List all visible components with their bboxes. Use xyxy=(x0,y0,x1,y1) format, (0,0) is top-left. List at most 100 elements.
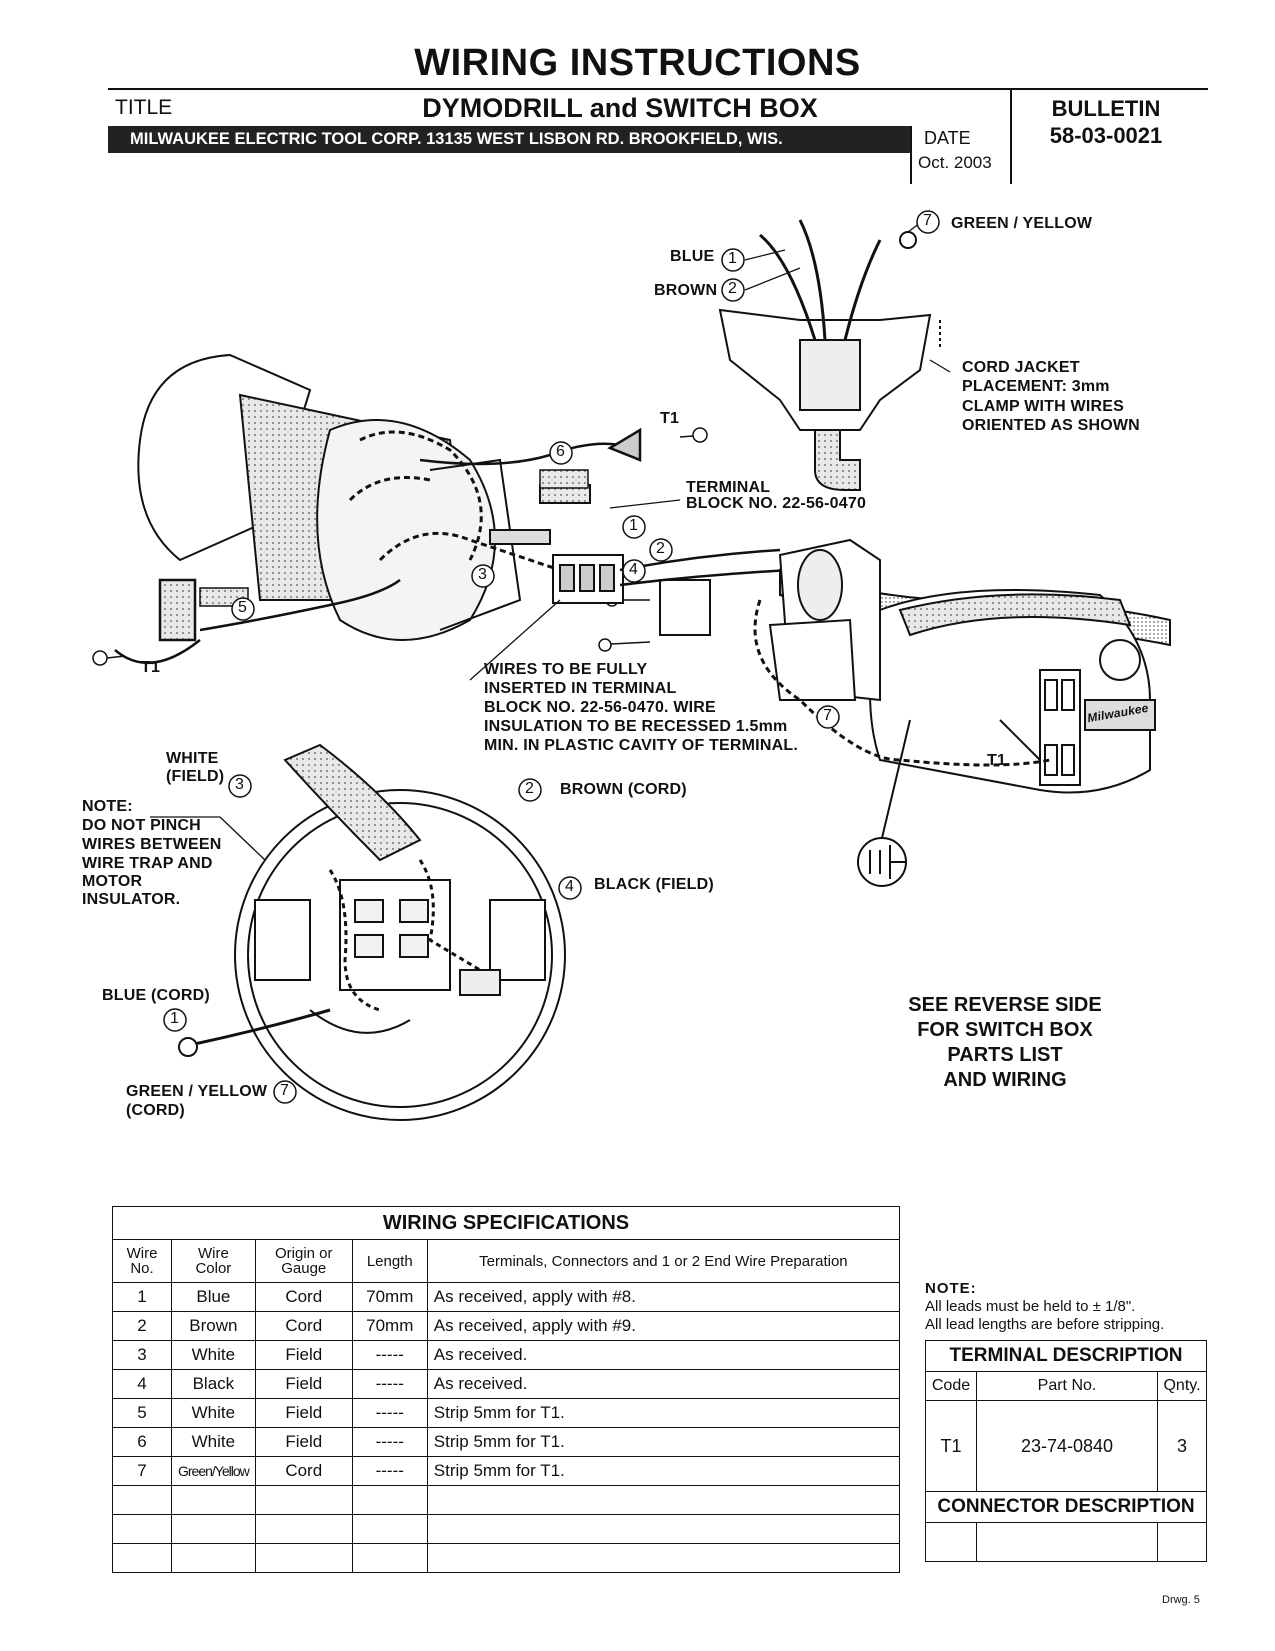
field-wires xyxy=(348,430,561,572)
label-green-yellow-cord-1: GREEN / YELLOW xyxy=(126,1083,268,1100)
cell-no: 4 xyxy=(112,1369,172,1399)
callout-7-bottom: 7 xyxy=(280,1082,290,1099)
label-cord-jacket-1: CORD JACKET xyxy=(962,359,1080,376)
cell-no: 5 xyxy=(112,1398,172,1428)
terminal-table: TERMINAL DESCRIPTION Code Part No. Qnty.… xyxy=(925,1340,1207,1562)
table-row: 4 Black Field ----- As received. xyxy=(112,1369,901,1399)
table-row: 7 Green/Yellow Cord ----- Strip 5mm for … xyxy=(112,1456,901,1486)
callout-3-top: 3 xyxy=(478,566,488,583)
col-prep: Terminals, Connectors and 1 or 2 End Wir… xyxy=(426,1239,901,1283)
end-view-wires xyxy=(328,859,481,1012)
ground-symbol xyxy=(857,719,911,887)
note-pinch-3: WIRES BETWEEN xyxy=(82,836,222,853)
col-length: Length xyxy=(351,1239,428,1283)
reverse-note-line-3: PARTS LIST xyxy=(947,1044,1063,1066)
note-pinch-1: NOTE: xyxy=(82,798,133,815)
drawing-number: Drwg. 5 xyxy=(1162,1594,1200,1606)
label-t1-top: T1 xyxy=(660,410,680,427)
cord-end-view xyxy=(283,743,422,862)
callout-1-top: 1 xyxy=(728,250,738,267)
callout-2-mid: 2 xyxy=(656,540,666,557)
cell-origin: Field xyxy=(254,1340,353,1370)
cell-origin: Cord xyxy=(254,1282,353,1312)
reverse-note-line-2: FOR SWITCH BOX xyxy=(917,1019,1093,1041)
label-terminal-block-2: BLOCK NO. 22-56-0470 xyxy=(686,495,867,512)
cell-prep: As received, apply with #8. xyxy=(426,1282,901,1312)
cord-wires-top xyxy=(759,219,882,341)
date-label: DATE xyxy=(924,128,971,148)
ring-terminal-top xyxy=(899,231,917,249)
wires-note-line-5: MIN. IN PLASTIC CAVITY OF TERMINAL. xyxy=(484,737,798,754)
cell-prep: As received. xyxy=(426,1340,901,1370)
label-t1-right: T1 xyxy=(987,752,1007,769)
cell-length: ----- xyxy=(351,1340,428,1370)
page-title: WIRING INSTRUCTIONS xyxy=(414,42,861,84)
cell-prep: Strip 5mm for T1. xyxy=(426,1456,901,1486)
header-divider-right xyxy=(1010,88,1012,184)
table-row-empty xyxy=(925,1522,1207,1562)
note-pinch-2: DO NOT PINCH xyxy=(82,817,201,834)
brush-right xyxy=(539,469,589,489)
cell-color: Black xyxy=(171,1369,256,1399)
table-row: 1 Blue Cord 70mm As received, apply with… xyxy=(112,1282,901,1312)
cell-no: 6 xyxy=(112,1427,172,1457)
cell-color: Blue xyxy=(171,1282,256,1312)
cell-prep: Strip 5mm for T1. xyxy=(426,1398,901,1428)
switch-box xyxy=(869,589,1156,794)
col-code: Code xyxy=(925,1371,977,1401)
ground-wire-switch xyxy=(753,599,1051,767)
cell-length: 70mm xyxy=(351,1311,428,1341)
reverse-side-note: SEE REVERSE SIDE FOR SWITCH BOX PARTS LI… xyxy=(870,993,1140,1093)
cell-length: ----- xyxy=(351,1427,428,1457)
callout-circles xyxy=(163,210,940,1104)
cell-code: T1 xyxy=(925,1400,977,1492)
callout-3-bottom: 3 xyxy=(235,776,245,793)
callout-2-bottom: 2 xyxy=(525,780,535,797)
callout-4-mid: 4 xyxy=(629,561,639,578)
header-top-rule xyxy=(108,88,1208,90)
cell-color: White xyxy=(171,1427,256,1457)
cell-no: 7 xyxy=(112,1456,172,1486)
wire-6 xyxy=(419,427,642,466)
label-cord-jacket-3: CLAMP WITH WIRES xyxy=(962,398,1125,415)
label-t1-left: T1 xyxy=(141,659,161,676)
cell-length: ----- xyxy=(351,1398,428,1428)
col-qty: Qnty. xyxy=(1157,1371,1207,1401)
leader-lines xyxy=(150,222,951,861)
bulletin-number: 58-03-0021 xyxy=(1049,123,1163,148)
reverse-note-line-4: AND WIRING xyxy=(943,1069,1067,1091)
col-part: Part No. xyxy=(976,1371,1158,1401)
label-brown-cord: BROWN (CORD) xyxy=(560,781,687,798)
connector-table-title: CONNECTOR DESCRIPTION xyxy=(925,1491,1207,1523)
cell-origin: Field xyxy=(254,1398,353,1428)
cell-color: Brown xyxy=(171,1311,256,1341)
callout-1-bottom: 1 xyxy=(170,1010,180,1027)
callout-7-top: 7 xyxy=(923,212,933,229)
label-blue-cord: BLUE (CORD) xyxy=(102,987,210,1004)
table-row: 3 White Field ----- As received. xyxy=(112,1340,901,1370)
document-title: DYMODRILL and SWITCH BOX xyxy=(422,93,818,123)
note-line-2: All lead lengths are before stripping. xyxy=(925,1316,1165,1333)
header-divider-date xyxy=(910,126,912,184)
callout-6: 6 xyxy=(556,443,566,460)
wiring-diagram xyxy=(92,210,1171,1121)
label-green-yellow-cord-2: (CORD) xyxy=(126,1102,185,1119)
cell-color: White xyxy=(171,1340,256,1370)
cell-prep: Strip 5mm for T1. xyxy=(426,1427,901,1457)
wiring-spec-title: WIRING SPECIFICATIONS xyxy=(112,1206,900,1240)
cell-origin: Field xyxy=(254,1427,353,1457)
label-black-field: BLACK (FIELD) xyxy=(594,876,714,893)
cell-prep: As received, apply with #9. xyxy=(426,1311,901,1341)
cell-origin: Field xyxy=(254,1369,353,1399)
cell-prep: As received. xyxy=(426,1369,901,1399)
label-terminal-block-1: TERMINAL xyxy=(686,479,771,496)
ground-wire-end-view xyxy=(189,1008,331,1047)
table-row: 5 White Field ----- Strip 5mm for T1. xyxy=(112,1398,901,1428)
wire-5 xyxy=(114,578,401,665)
table-row-empty xyxy=(112,1543,901,1573)
cell-qty: 3 xyxy=(1157,1400,1207,1492)
note-line-1: All leads must be held to ± 1/8". xyxy=(925,1298,1136,1315)
